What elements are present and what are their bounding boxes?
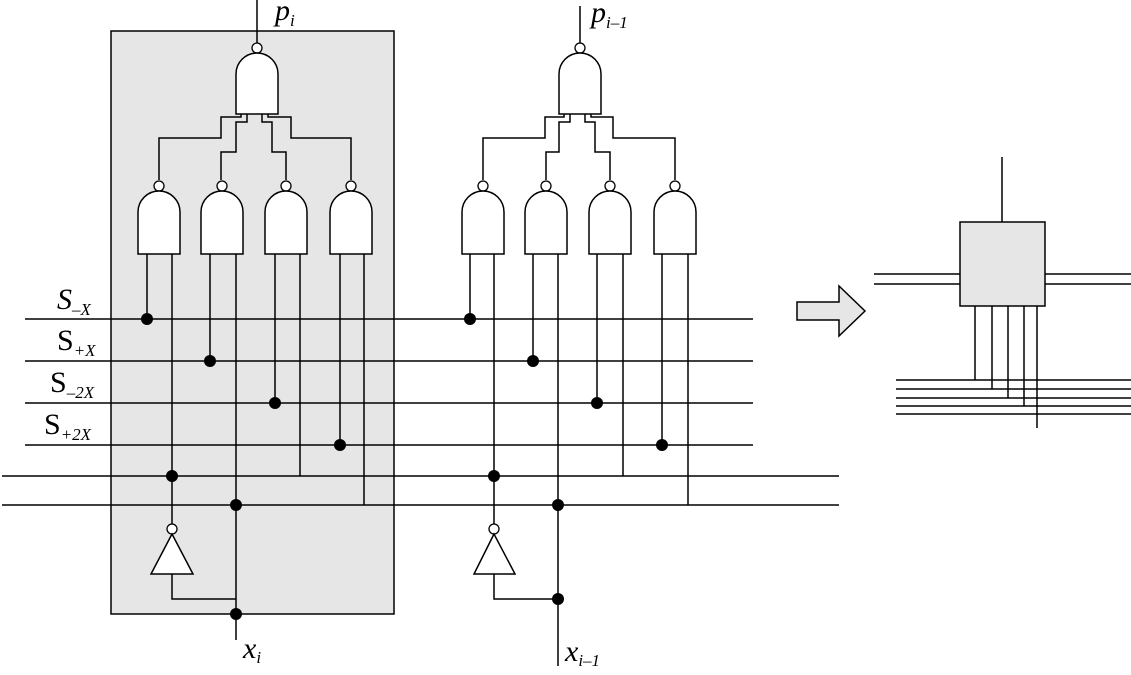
label-p-i-minus-1: pi–1 (589, 0, 628, 32)
selector-block-icon (874, 157, 1131, 428)
label-x-i-minus-1: xi–1 (564, 635, 600, 670)
nand-gate-4-i (329, 190, 373, 255)
label-s-plus-x: S+X (57, 324, 96, 360)
output-bubble-i (251, 42, 263, 54)
cell-i-minus-1 (461, 6, 697, 666)
nand-gate-3-i-minus-1 (588, 190, 632, 255)
nand-gate-3-i (264, 190, 308, 255)
label-x-i: xi (242, 632, 261, 667)
nand-gate-2-i-minus-1 (524, 190, 568, 255)
inverter-i-minus-1 (472, 532, 517, 575)
nand-gate-1-i (137, 190, 181, 255)
nand-gate-top-i-minus-1 (558, 52, 602, 115)
label-s-minus-2x: S–2X (50, 366, 95, 402)
right-arrow-icon (796, 284, 867, 338)
select-bus (2, 318, 839, 506)
nand-gate-top-i (235, 52, 279, 115)
nand-gate-2-i (200, 190, 244, 255)
nand-gate-4-i-minus-1 (653, 190, 697, 255)
label-p-i: pi (273, 0, 295, 30)
cell-i (137, 0, 373, 640)
nand-gate-1-i-minus-1 (461, 190, 505, 255)
label-s-plus-2x: S+2X (44, 408, 92, 444)
output-bubble-i-minus-1 (574, 42, 586, 54)
label-s-minus-x: S–X (57, 283, 92, 319)
highlighted-cell-block (110, 30, 395, 615)
